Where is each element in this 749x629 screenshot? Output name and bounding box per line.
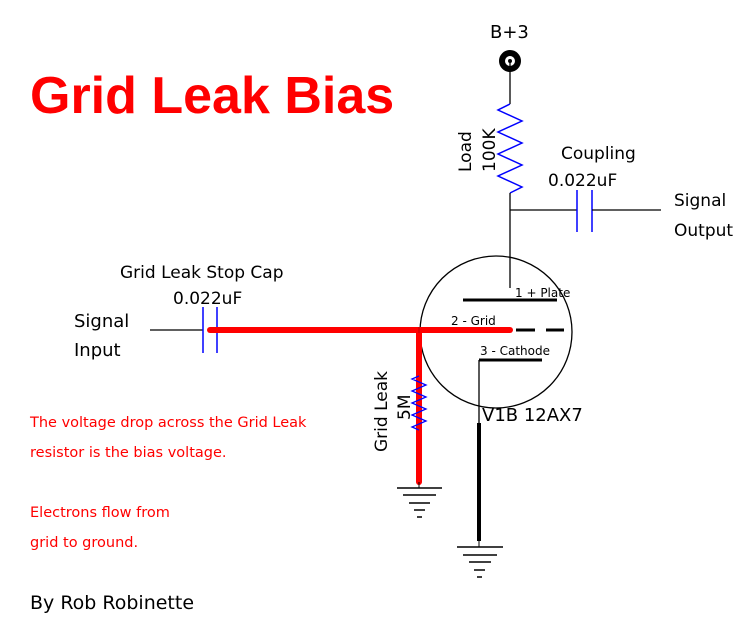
stop-cap-name: Grid Leak Stop Cap bbox=[120, 263, 284, 283]
input-label-line2: Input bbox=[74, 340, 121, 361]
coupling-cap-name: Coupling bbox=[561, 144, 636, 164]
plate-pin-label: 1 + Plate bbox=[515, 286, 570, 300]
note-para1-line2: resistor is the bias voltage. bbox=[30, 445, 227, 461]
load-resistor-name: Load bbox=[456, 131, 476, 172]
cathode-pin-label: 3 - Cathode bbox=[480, 344, 550, 358]
diagram-title: Grid Leak Bias bbox=[30, 67, 394, 125]
supply-label: B+3 bbox=[490, 22, 529, 43]
note-para2-line2: grid to ground. bbox=[30, 535, 138, 551]
input-label-line1: Signal bbox=[74, 311, 129, 332]
stop-cap-value: 0.022uF bbox=[173, 289, 242, 309]
grid-current-path bbox=[207, 327, 513, 485]
grid-leak-value: 5M bbox=[395, 395, 415, 420]
ground-icon bbox=[457, 541, 503, 578]
note-para1-line1: The voltage drop across the Grid Leak bbox=[29, 415, 307, 431]
tube-designator: V1B 12AX7 bbox=[482, 405, 583, 426]
output-label-line1: Signal bbox=[674, 191, 726, 211]
author-credit: By Rob Robinette bbox=[30, 592, 194, 614]
grid-leak-resistor-icon bbox=[410, 375, 428, 431]
grid-pin-label: 2 - Grid bbox=[451, 314, 496, 328]
coupling-capacitor-icon bbox=[576, 190, 593, 232]
ground-icon bbox=[397, 482, 442, 518]
output-label-line2: Output bbox=[674, 221, 733, 241]
load-resistor-value: 100K bbox=[480, 128, 500, 172]
grid-leak-name: Grid Leak bbox=[372, 371, 392, 452]
note-para2-line1: Electrons flow from bbox=[30, 505, 170, 521]
load-resistor-icon bbox=[496, 103, 524, 194]
coupling-cap-value: 0.022uF bbox=[548, 171, 617, 191]
